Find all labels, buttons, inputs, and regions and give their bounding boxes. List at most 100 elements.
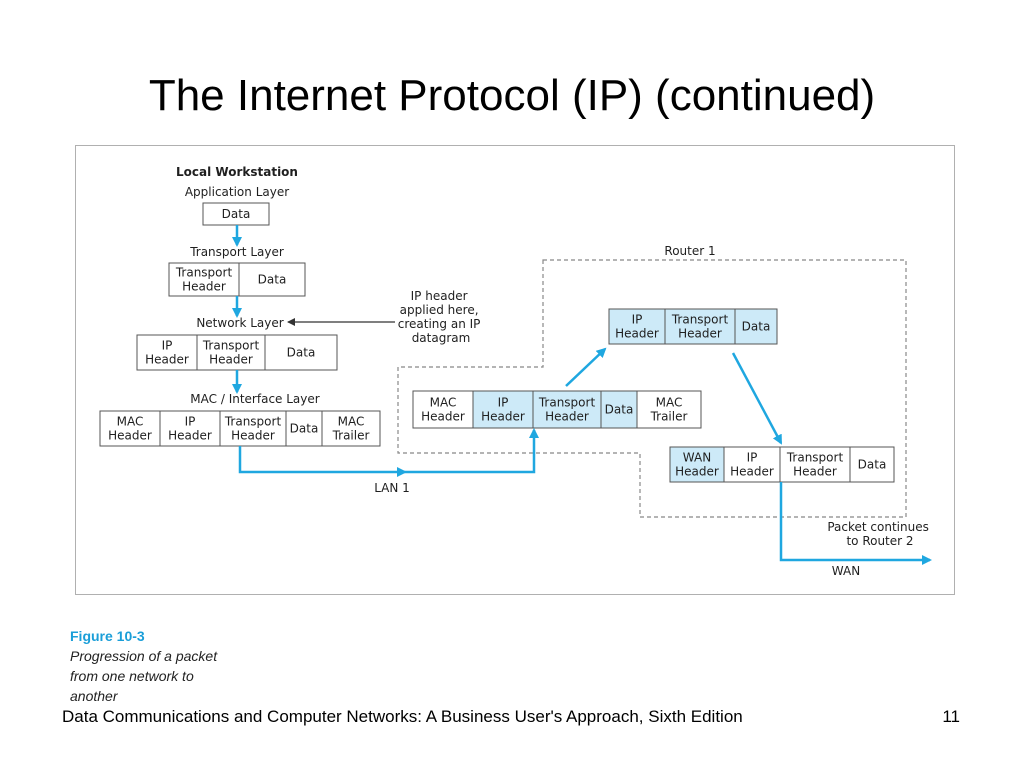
router-label: Router 1: [664, 244, 715, 258]
packet-cell-data: Data: [238, 262, 306, 297]
ip-note-line: datagram: [412, 331, 471, 345]
packet-cell-label: Data: [290, 422, 319, 436]
packet-cell-box: [849, 446, 895, 483]
flow-arrow-lan: [238, 446, 407, 477]
packet-app: Data: [202, 202, 270, 226]
packet-cell-box: [264, 334, 338, 371]
packet-cell-label: Data: [605, 403, 634, 417]
packet-cell-box: [600, 390, 638, 429]
workstation-heading: Local Workstation: [176, 165, 298, 179]
continue-note: Packet continues to Router 2: [827, 520, 932, 548]
packet-cell-box: [664, 308, 736, 345]
packet-cell-box: [321, 410, 381, 447]
flow-arrow-lan-to-router: [405, 428, 539, 474]
packet-cell-data: Data: [734, 308, 778, 345]
packet-cell-box: [723, 446, 781, 483]
packet-cell-label: Data: [258, 273, 287, 287]
flow-arrow-router-up: [565, 347, 607, 387]
packet-cell-label: Data: [222, 207, 251, 221]
packet-cell-box: [472, 390, 534, 429]
packet-cell-label: Data: [287, 346, 316, 360]
transport-layer-label: Transport Layer: [189, 245, 284, 259]
packet-cell-box: [734, 308, 778, 345]
figure-number: Figure 10-3: [70, 628, 145, 644]
continue-note-line: to Router 2: [846, 534, 913, 548]
packet-cell-label: Data: [742, 320, 771, 334]
lan-label: LAN 1: [374, 481, 410, 495]
slide-title: The Internet Protocol (IP) (continued): [148, 71, 876, 120]
packet-cell-label: Data: [858, 458, 887, 472]
packet-cell-box: [238, 262, 306, 297]
application-layer-label: Application Layer: [185, 185, 289, 199]
packet-cell-data: Data: [202, 202, 270, 226]
packet-cell-box: [159, 410, 221, 447]
packet-cell-box: [608, 308, 666, 345]
page-number: 11: [942, 707, 960, 726]
packet-cell-box: [99, 410, 161, 447]
packet-cell-data: Data: [600, 390, 638, 429]
ip-note-line: IP header: [411, 289, 468, 303]
packet-cell-data: Data: [264, 334, 338, 371]
figure-caption: Figure 10-3 Progression of a packet from…: [70, 626, 310, 706]
flow-arrow-router-down: [731, 352, 783, 445]
flow-arrow-wan: [779, 482, 932, 565]
mac-interface-layer-label: MAC / Interface Layer: [190, 392, 319, 406]
network-layer-label: Network Layer: [196, 316, 283, 330]
packet-cell-data: Data: [285, 410, 323, 447]
figure-description: Progression of a packet from one network…: [70, 648, 218, 704]
packet-cell-box: [196, 334, 266, 371]
footer-text: Data Communications and Computer Network…: [62, 707, 743, 726]
packet-cell-box: [168, 262, 240, 297]
ip-note-line: applied here,: [400, 303, 479, 317]
packet-cell-box: [669, 446, 725, 483]
packet-cell-data: Data: [849, 446, 895, 483]
packet-cell-box: [136, 334, 198, 371]
ip-note-line: creating an IP: [398, 317, 481, 331]
ip-note: IP header applied here, creating an IP d…: [398, 289, 484, 345]
wan-label: WAN: [832, 564, 860, 578]
packet-cell-box: [636, 390, 702, 429]
packet-cell-box: [219, 410, 287, 447]
continue-note-line: Packet continues: [827, 520, 929, 534]
router-boundary: [397, 259, 907, 518]
